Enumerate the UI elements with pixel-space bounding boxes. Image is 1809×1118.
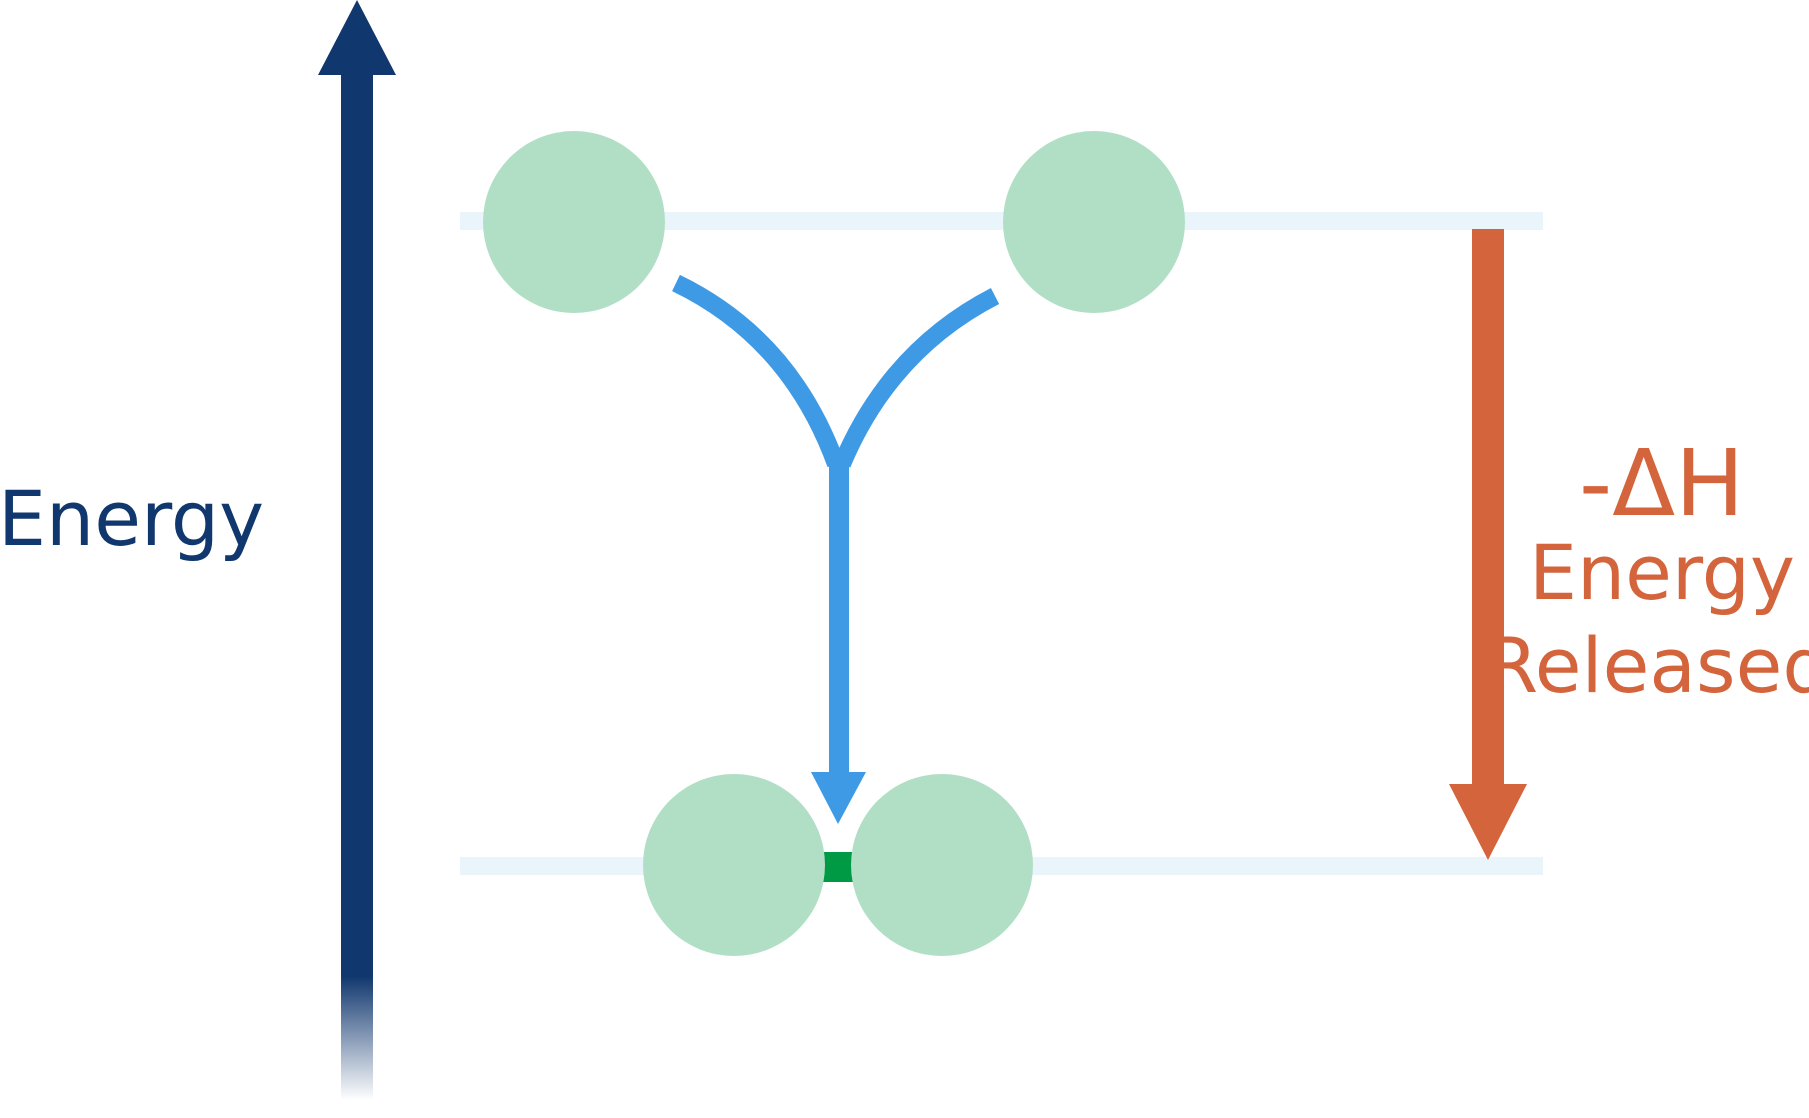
- enthalpy-label-energy: Energy: [1529, 528, 1795, 617]
- enthalpy-symbol: -ΔH: [1579, 430, 1744, 537]
- energy-axis-shaft: [341, 70, 373, 1100]
- product-atom-right: [851, 774, 1033, 956]
- pathway-right-branch: [833, 287, 1000, 468]
- pathway-left-branch: [672, 274, 845, 468]
- product-atom-left: [643, 774, 825, 956]
- reactant-atom-left: [483, 131, 665, 313]
- enthalpy-arrow: [1449, 229, 1527, 860]
- enthalpy-arrow-shaft: [1472, 229, 1504, 789]
- reaction-pathway-arrow: [672, 274, 1000, 824]
- reactant-atom-right: [1003, 131, 1185, 313]
- enthalpy-arrow-arrowhead: [1449, 784, 1527, 860]
- pathway-shaft: [829, 462, 849, 778]
- enthalpy-label-released: Released: [1485, 621, 1809, 710]
- reactant-energy-level: [460, 212, 1543, 230]
- energy-axis-label: Energy: [0, 474, 264, 563]
- energy-axis-arrowhead: [318, 0, 396, 75]
- pathway-arrowhead: [811, 772, 866, 824]
- energy-axis: [318, 0, 396, 1100]
